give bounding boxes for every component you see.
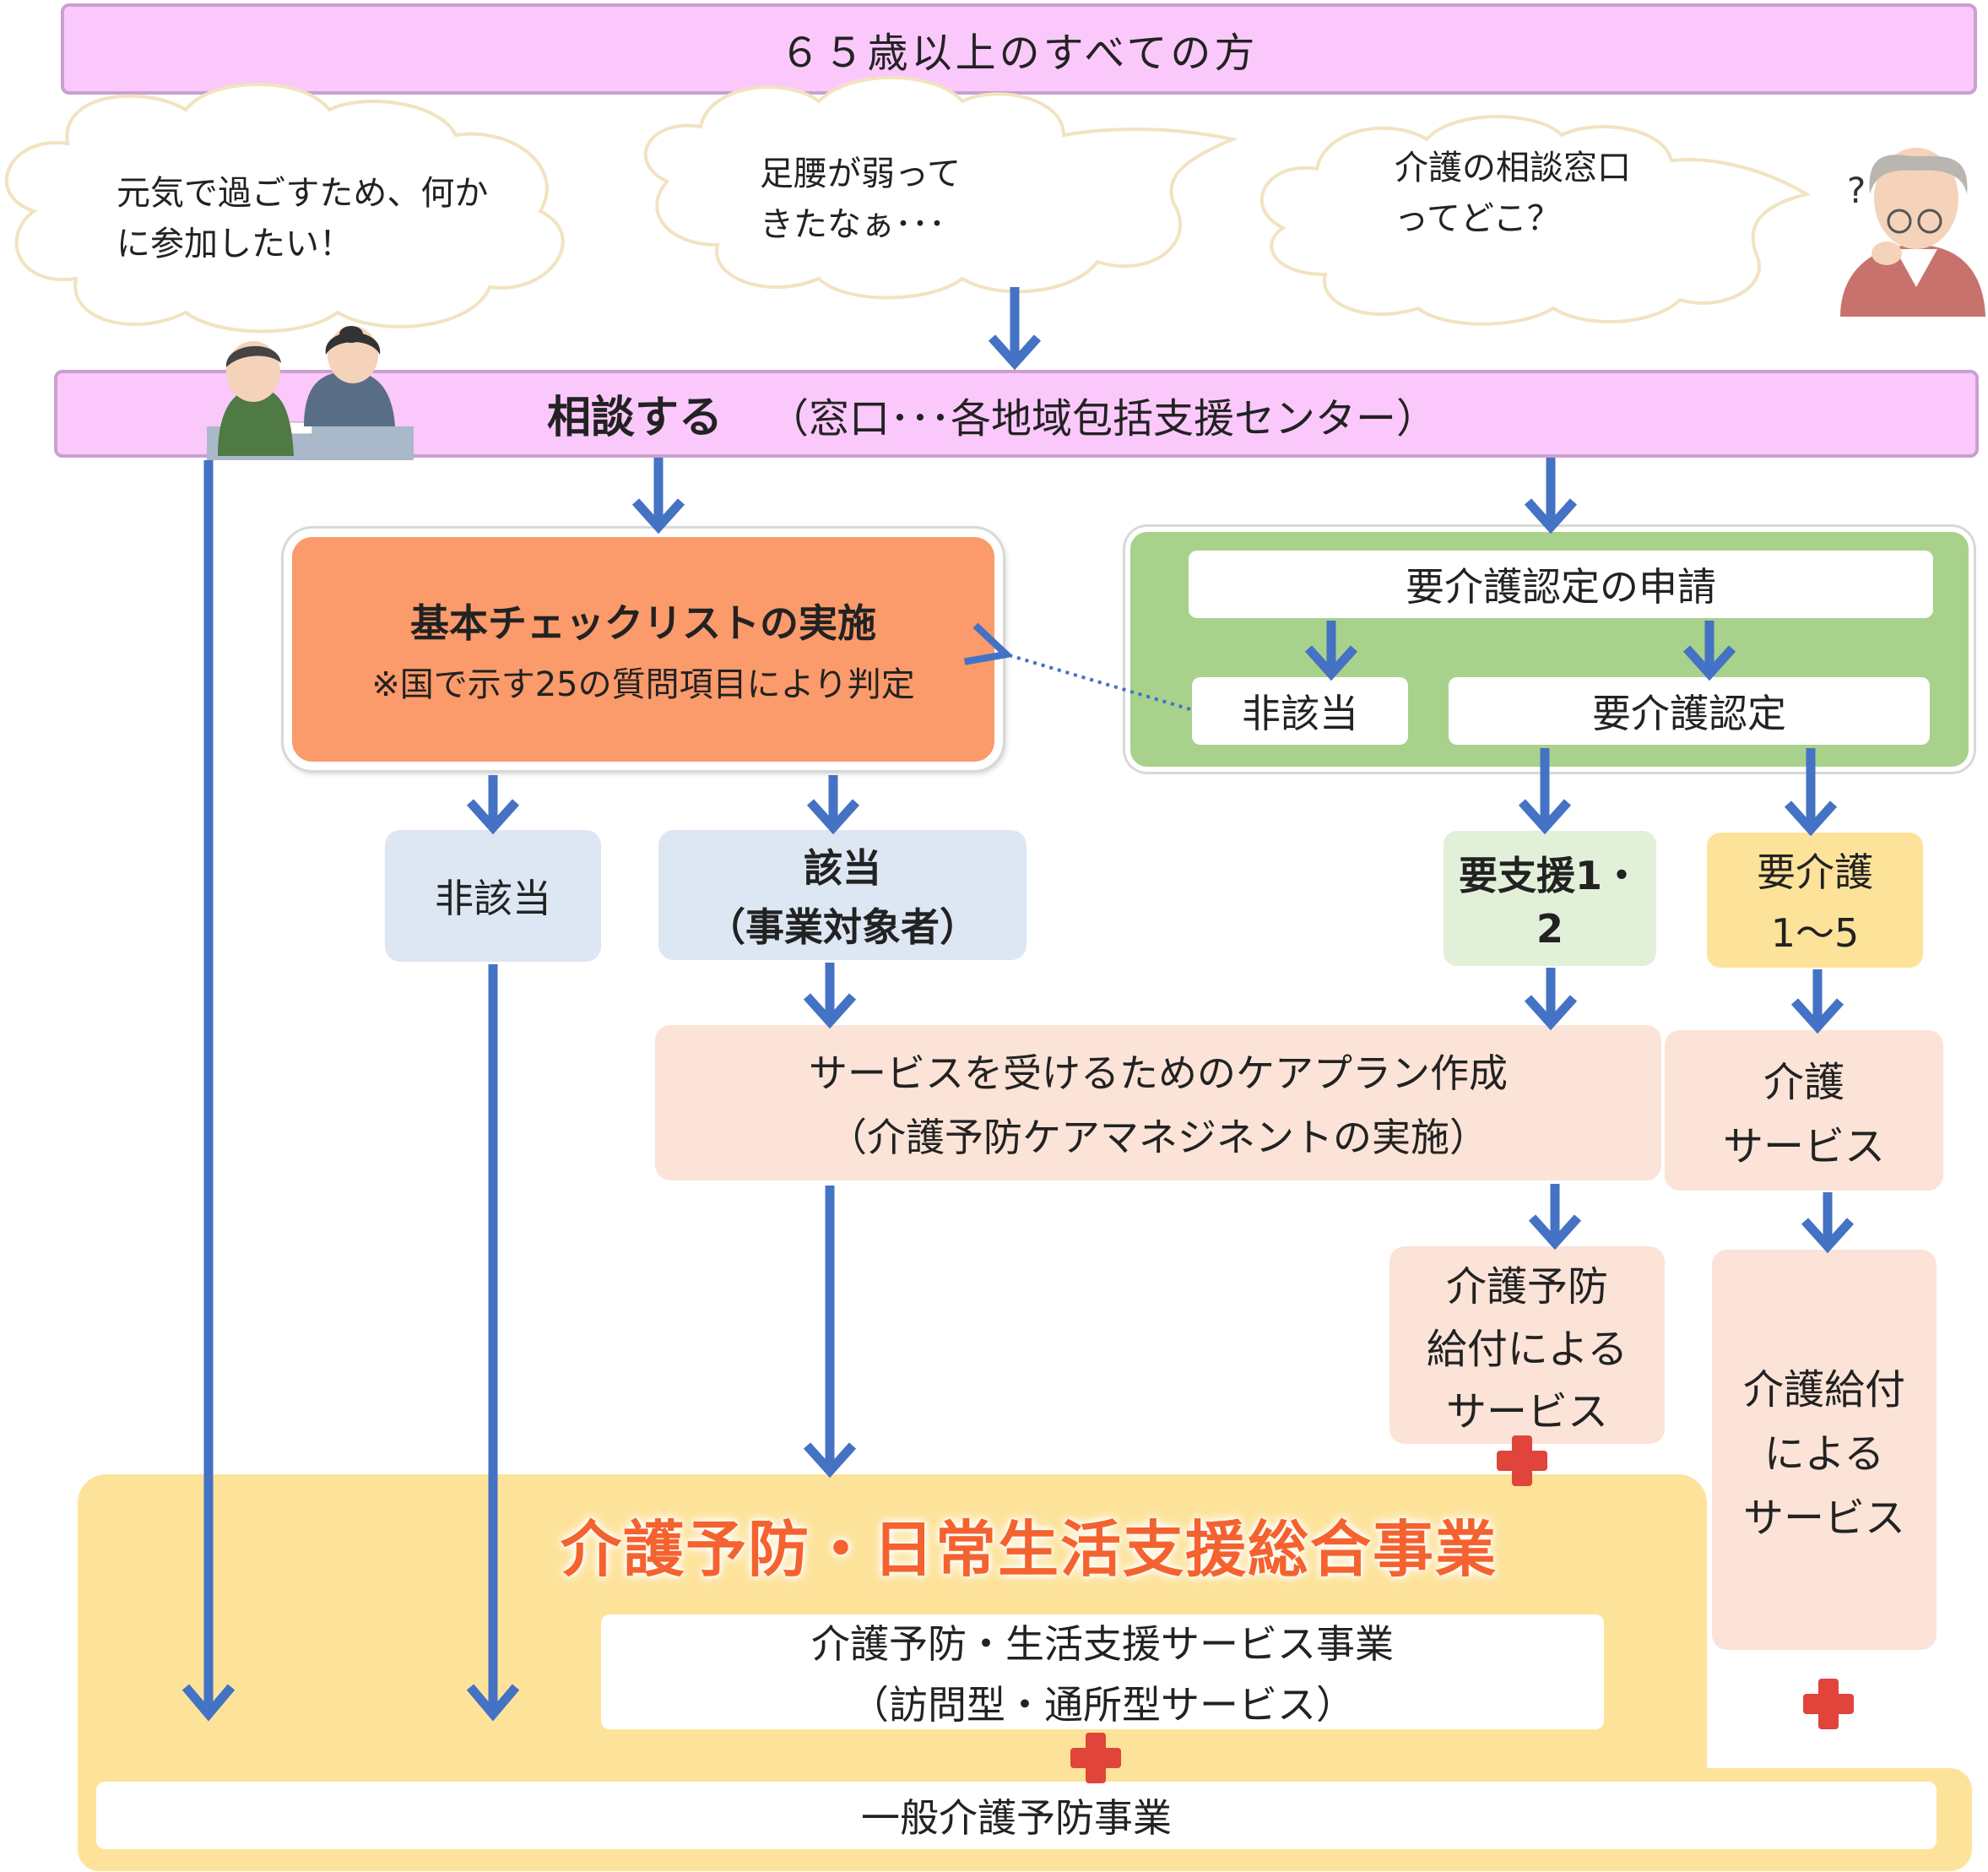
- care-service-line1: 介護: [1763, 1059, 1844, 1106]
- thought-2-line1: 足腰が弱って: [760, 155, 961, 193]
- program-service-line1: 介護予防・生活支援サービス事業: [811, 1621, 1394, 1667]
- arrow-care-to-care-service: [1790, 969, 1844, 1034]
- program-service-box: 介護予防・生活支援サービス事業 （訪問型・通所型サービス）: [601, 1614, 1604, 1729]
- elderly-person-icon: ?: [1840, 148, 1985, 317]
- program-general: 一般介護予防事業: [96, 1782, 1937, 1849]
- arrow-care-service-to-care-benefit: [1801, 1192, 1855, 1254]
- consultation-illustration-icon: [207, 326, 414, 460]
- result-support-line1: 要支援1・: [1458, 853, 1641, 898]
- checklist-note: ※国で示す25の質問項目により判定: [371, 665, 915, 704]
- result-applicable: 該当 （事業対象者）: [658, 830, 1027, 960]
- thought-2-line2: きたなぁ･･･: [760, 205, 945, 244]
- result-care: 要介護 1～5: [1707, 833, 1923, 968]
- certification-not-applicable: 非該当: [1192, 677, 1408, 745]
- care-benefit-box: 介護給付 による サービス: [1712, 1250, 1937, 1650]
- thought-cloud-icon: [1259, 115, 1812, 326]
- thought-3-line1: 介護の相談窓口: [1395, 149, 1631, 187]
- thought-1-line1: 元気で過ごすため、何か: [116, 174, 489, 213]
- result-care-line1: 要介護: [1757, 849, 1873, 895]
- header-bar: ６５歳以上のすべての方: [61, 3, 1977, 95]
- thought-clouds: [5, 75, 1812, 334]
- header-title: ６５歳以上のすべての方: [779, 30, 1259, 77]
- arrow-careplan-to-program: [803, 1186, 857, 1479]
- careplan-box: サービスを受けるためのケアプラン作成 （介護予防ケアマネジネントの実施）: [655, 1025, 1661, 1180]
- arrow-careplan-to-prevention-benefit: [1528, 1184, 1582, 1251]
- thought-cloud-icon: [643, 75, 1238, 300]
- result-care-line2: 1～5: [1770, 910, 1860, 956]
- question-mark: ?: [1847, 170, 1866, 211]
- certification-application: 要介護認定の申請: [1189, 551, 1933, 618]
- result-non-applicable: 非該当: [385, 830, 601, 962]
- care-benefit-line2: による: [1763, 1430, 1885, 1478]
- result-support-line2: 2: [1536, 906, 1563, 952]
- result-support: 要支援1・ 2: [1444, 831, 1656, 966]
- prevention-benefit-box: 介護予防 給付による サービス: [1389, 1246, 1665, 1444]
- careplan-line1: サービスを受けるためのケアプラン作成: [809, 1050, 1508, 1096]
- care-benefit-line3: サービス: [1742, 1495, 1905, 1542]
- program-title: 介護予防・日常生活支援総合事業: [561, 1514, 1498, 1585]
- result-applicable-line1: 該当: [804, 845, 881, 891]
- care-service-box: 介護 サービス: [1665, 1030, 1943, 1191]
- arrow-checklist-to-applicable: [806, 775, 860, 835]
- thought-cloud-icon: [5, 83, 565, 334]
- care-service-line2: サービス: [1722, 1123, 1885, 1170]
- thought-3-line2: ってどこ？: [1395, 199, 1561, 238]
- care-benefit-line1: 介護給付: [1742, 1366, 1905, 1413]
- checklist-title: 基本チェックリストの実施: [410, 600, 876, 646]
- arrow-checklist-to-non-applicable: [466, 775, 520, 835]
- prevention-benefit-line1: 介護予防: [1445, 1263, 1608, 1310]
- checklist-box: 基本チェックリストの実施 ※国で示す25の質問項目により判定: [284, 529, 1003, 770]
- careplan-line2: （介護予防ケアマネジネントの実施）: [828, 1115, 1488, 1160]
- certification-certified: 要介護認定: [1449, 677, 1930, 745]
- prevention-benefit-line2: 給付による: [1426, 1326, 1628, 1373]
- prevention-benefit-line3: サービス: [1445, 1388, 1608, 1435]
- program-service-line2: （訪問型・通所型サービス）: [850, 1682, 1355, 1728]
- plus-icon: [1803, 1679, 1854, 1729]
- consult-main: 相談する: [547, 393, 723, 443]
- thought-1-line2: に参加したい！: [116, 225, 353, 263]
- arrow-support-to-careplan: [1524, 968, 1578, 1031]
- consult-sub: （窓口･･･各地域包括支援センター）: [768, 395, 1438, 442]
- result-applicable-line2: （事業対象者）: [707, 904, 978, 950]
- arrow-applicable-to-careplan: [803, 963, 857, 1029]
